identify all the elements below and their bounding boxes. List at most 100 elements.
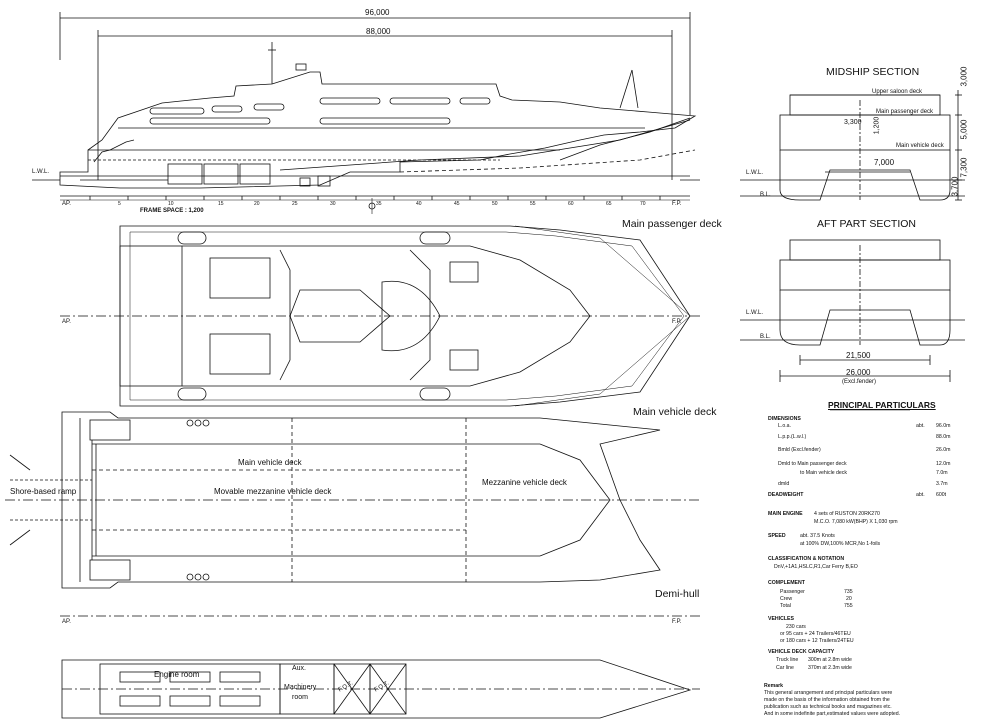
profile-frame-70: 70 — [640, 201, 646, 207]
aft-lwl-label: L.W.L. — [746, 310, 764, 316]
dim-3300: 3,300 — [844, 119, 862, 126]
speed-label: SPEED — [768, 533, 786, 539]
demi-hull-ap-label: AP. — [62, 619, 71, 625]
dmld-label: dmld — [778, 481, 790, 487]
side-profile — [32, 42, 700, 201]
demi-hull-plan — [60, 615, 700, 719]
midship-section — [740, 90, 965, 201]
deadweight-value: 600t — [936, 492, 947, 498]
shore-based-ramp-label: Shore-based ramp — [10, 487, 77, 496]
deck-capacity-label: VEHICLE DECK CAPACITY — [768, 649, 835, 655]
deadweight-label: DEADWEIGHT — [768, 492, 804, 498]
main-vehicle-deck-plan — [5, 411, 700, 589]
dim-3700: 3,700 — [950, 176, 960, 197]
passenger-value: 735 — [844, 589, 853, 595]
passenger-label: Passenger — [780, 589, 805, 595]
main-engine-label: MAIN ENGINE — [768, 511, 803, 517]
main-engine-value: 4 sets of RUSTON 20RK270 — [814, 511, 880, 517]
classification-value: DnV,+1A1,HSLC,R1,Car Ferry B,EO — [774, 564, 858, 570]
passenger-deck-fp-label: F.P. — [672, 319, 682, 325]
machinery-label: Machinery — [284, 684, 317, 691]
profile-frame-45: 45 — [454, 201, 460, 207]
vehicles-3: or 180 cars + 12 Trailers/24TEU — [780, 638, 854, 644]
profile-frame-20: 20 — [254, 201, 260, 207]
remark-line-2: made on the basis of the information obt… — [764, 697, 890, 703]
profile-frame-30: 30 — [330, 201, 336, 207]
abt-2: abt. — [916, 492, 925, 498]
lpp-length-label: 88,000 — [366, 27, 391, 36]
crew-value: 20 — [846, 596, 852, 602]
engine-room-label: Engine room — [154, 670, 200, 679]
dmld-passenger-value: 12.0m — [936, 461, 951, 467]
movable-mezzanine-label: Movable mezzanine vehicle deck — [214, 487, 332, 496]
profile-fp-label: F.P. — [672, 201, 682, 207]
profile-frame-10: 10 — [168, 201, 174, 207]
dim-26000: 26,000 — [846, 368, 871, 377]
speed-condition: at 100% DW,100% MCR,No 1-foils — [800, 541, 881, 547]
demi-hull-fp-label: F.P. — [672, 619, 682, 625]
total-label: Total — [780, 603, 791, 609]
overall-length-dimension — [59, 12, 691, 180]
profile-frame-65: 65 — [606, 201, 612, 207]
overall-length-label: 96,000 — [365, 8, 390, 17]
profile-frame-55: 55 — [530, 201, 536, 207]
aux-label: Aux. — [292, 665, 307, 672]
lpp-value: 88.0m — [936, 434, 951, 440]
main-passenger-deck-plan — [60, 225, 700, 407]
profile-frame-5: 5 — [118, 201, 121, 207]
total-value: 755 — [844, 603, 853, 609]
profile-frame-ticks — [89, 196, 661, 214]
loa-value: 96.0m — [936, 423, 951, 429]
remark-line-4: And in some indefinite part,estimated va… — [764, 711, 901, 717]
crew-label: Crew — [780, 596, 793, 602]
dim-7000: 7,000 — [874, 158, 895, 167]
remark-line-3: publication such as technical books and … — [764, 704, 892, 710]
aft-part-section — [740, 239, 965, 382]
profile-frame-25: 25 — [292, 201, 298, 207]
particulars-heading: PRINCIPAL PARTICULARS — [828, 400, 936, 410]
remark-line-1: This general arrangement and principal p… — [764, 690, 893, 696]
aft-bl-label: B.L. — [760, 334, 771, 340]
complement-label: COMPLEMENT — [768, 580, 805, 586]
bmld-value: 26.0m — [936, 447, 951, 453]
dmld-vehicle-value: 7.0m — [936, 470, 948, 476]
profile-frame-50: 50 — [492, 201, 498, 207]
aft-part-section-title: AFT PART SECTION — [817, 218, 916, 230]
profile-frame-35: 35 — [376, 201, 382, 207]
profile-frame-40: 40 — [416, 201, 422, 207]
main-vehicle-deck-section-label: Main vehicle deck — [896, 143, 944, 149]
dim-5000: 5,000 — [959, 119, 969, 140]
car-line-value: 370m at 2.3m wide — [808, 665, 852, 671]
abt-1: abt. — [916, 423, 925, 429]
frame-space-label: FRAME SPACE : 1,200 — [140, 208, 204, 214]
main-vehicle-deck-label: Main vehicle deck — [238, 458, 302, 467]
bmld-label: Bmld (Excl.fender) — [778, 447, 821, 453]
speed-value: abt. 37.5 Knots — [800, 533, 835, 539]
loa-label: L.o.a. — [778, 423, 791, 429]
midship-section-title: MIDSHIP SECTION — [826, 66, 920, 78]
lpp-label: L.p.p.(L.w.l.) — [778, 434, 807, 440]
dmld-value: 3.7m — [936, 481, 948, 487]
dim-3000: 3,000 — [959, 66, 969, 87]
truck-line-label: Truck line — [776, 657, 799, 663]
profile-frame-15: 15 — [218, 201, 224, 207]
dimensions-label: DIMENSIONS — [768, 416, 801, 422]
vehicles-1: 230 cars — [786, 624, 806, 630]
profile-ap-label: AP. — [62, 201, 71, 207]
dim-21500: 21,500 — [846, 351, 871, 360]
vehicles-label: VEHICLES — [768, 616, 794, 622]
car-line-label: Car line — [776, 665, 794, 671]
main-vehicle-deck-title: Main vehicle deck — [633, 406, 717, 418]
classification-label: CLASSIFICATION & NOTATION — [768, 556, 845, 562]
remark-label: Remark — [764, 683, 784, 689]
mco-value: M.C.O. 7,080 kW(BHP) X 1,030 rpm — [814, 519, 898, 525]
vehicles-2: or 95 cars + 24 Trailers/46TEU — [780, 631, 851, 637]
main-passenger-deck-title: Main passenger deck — [622, 218, 722, 230]
profile-frame-60: 60 — [568, 201, 574, 207]
dim-1200: 1,200 — [873, 116, 881, 135]
mezzanine-deck-label: Mezzanine vehicle deck — [482, 478, 567, 487]
passenger-deck-ap-label: AP. — [62, 319, 71, 325]
dmld-vehicle-label: to Main vehicle deck — [800, 470, 847, 476]
dmld-passenger-label: Dmld to Main passenger deck — [778, 461, 847, 467]
